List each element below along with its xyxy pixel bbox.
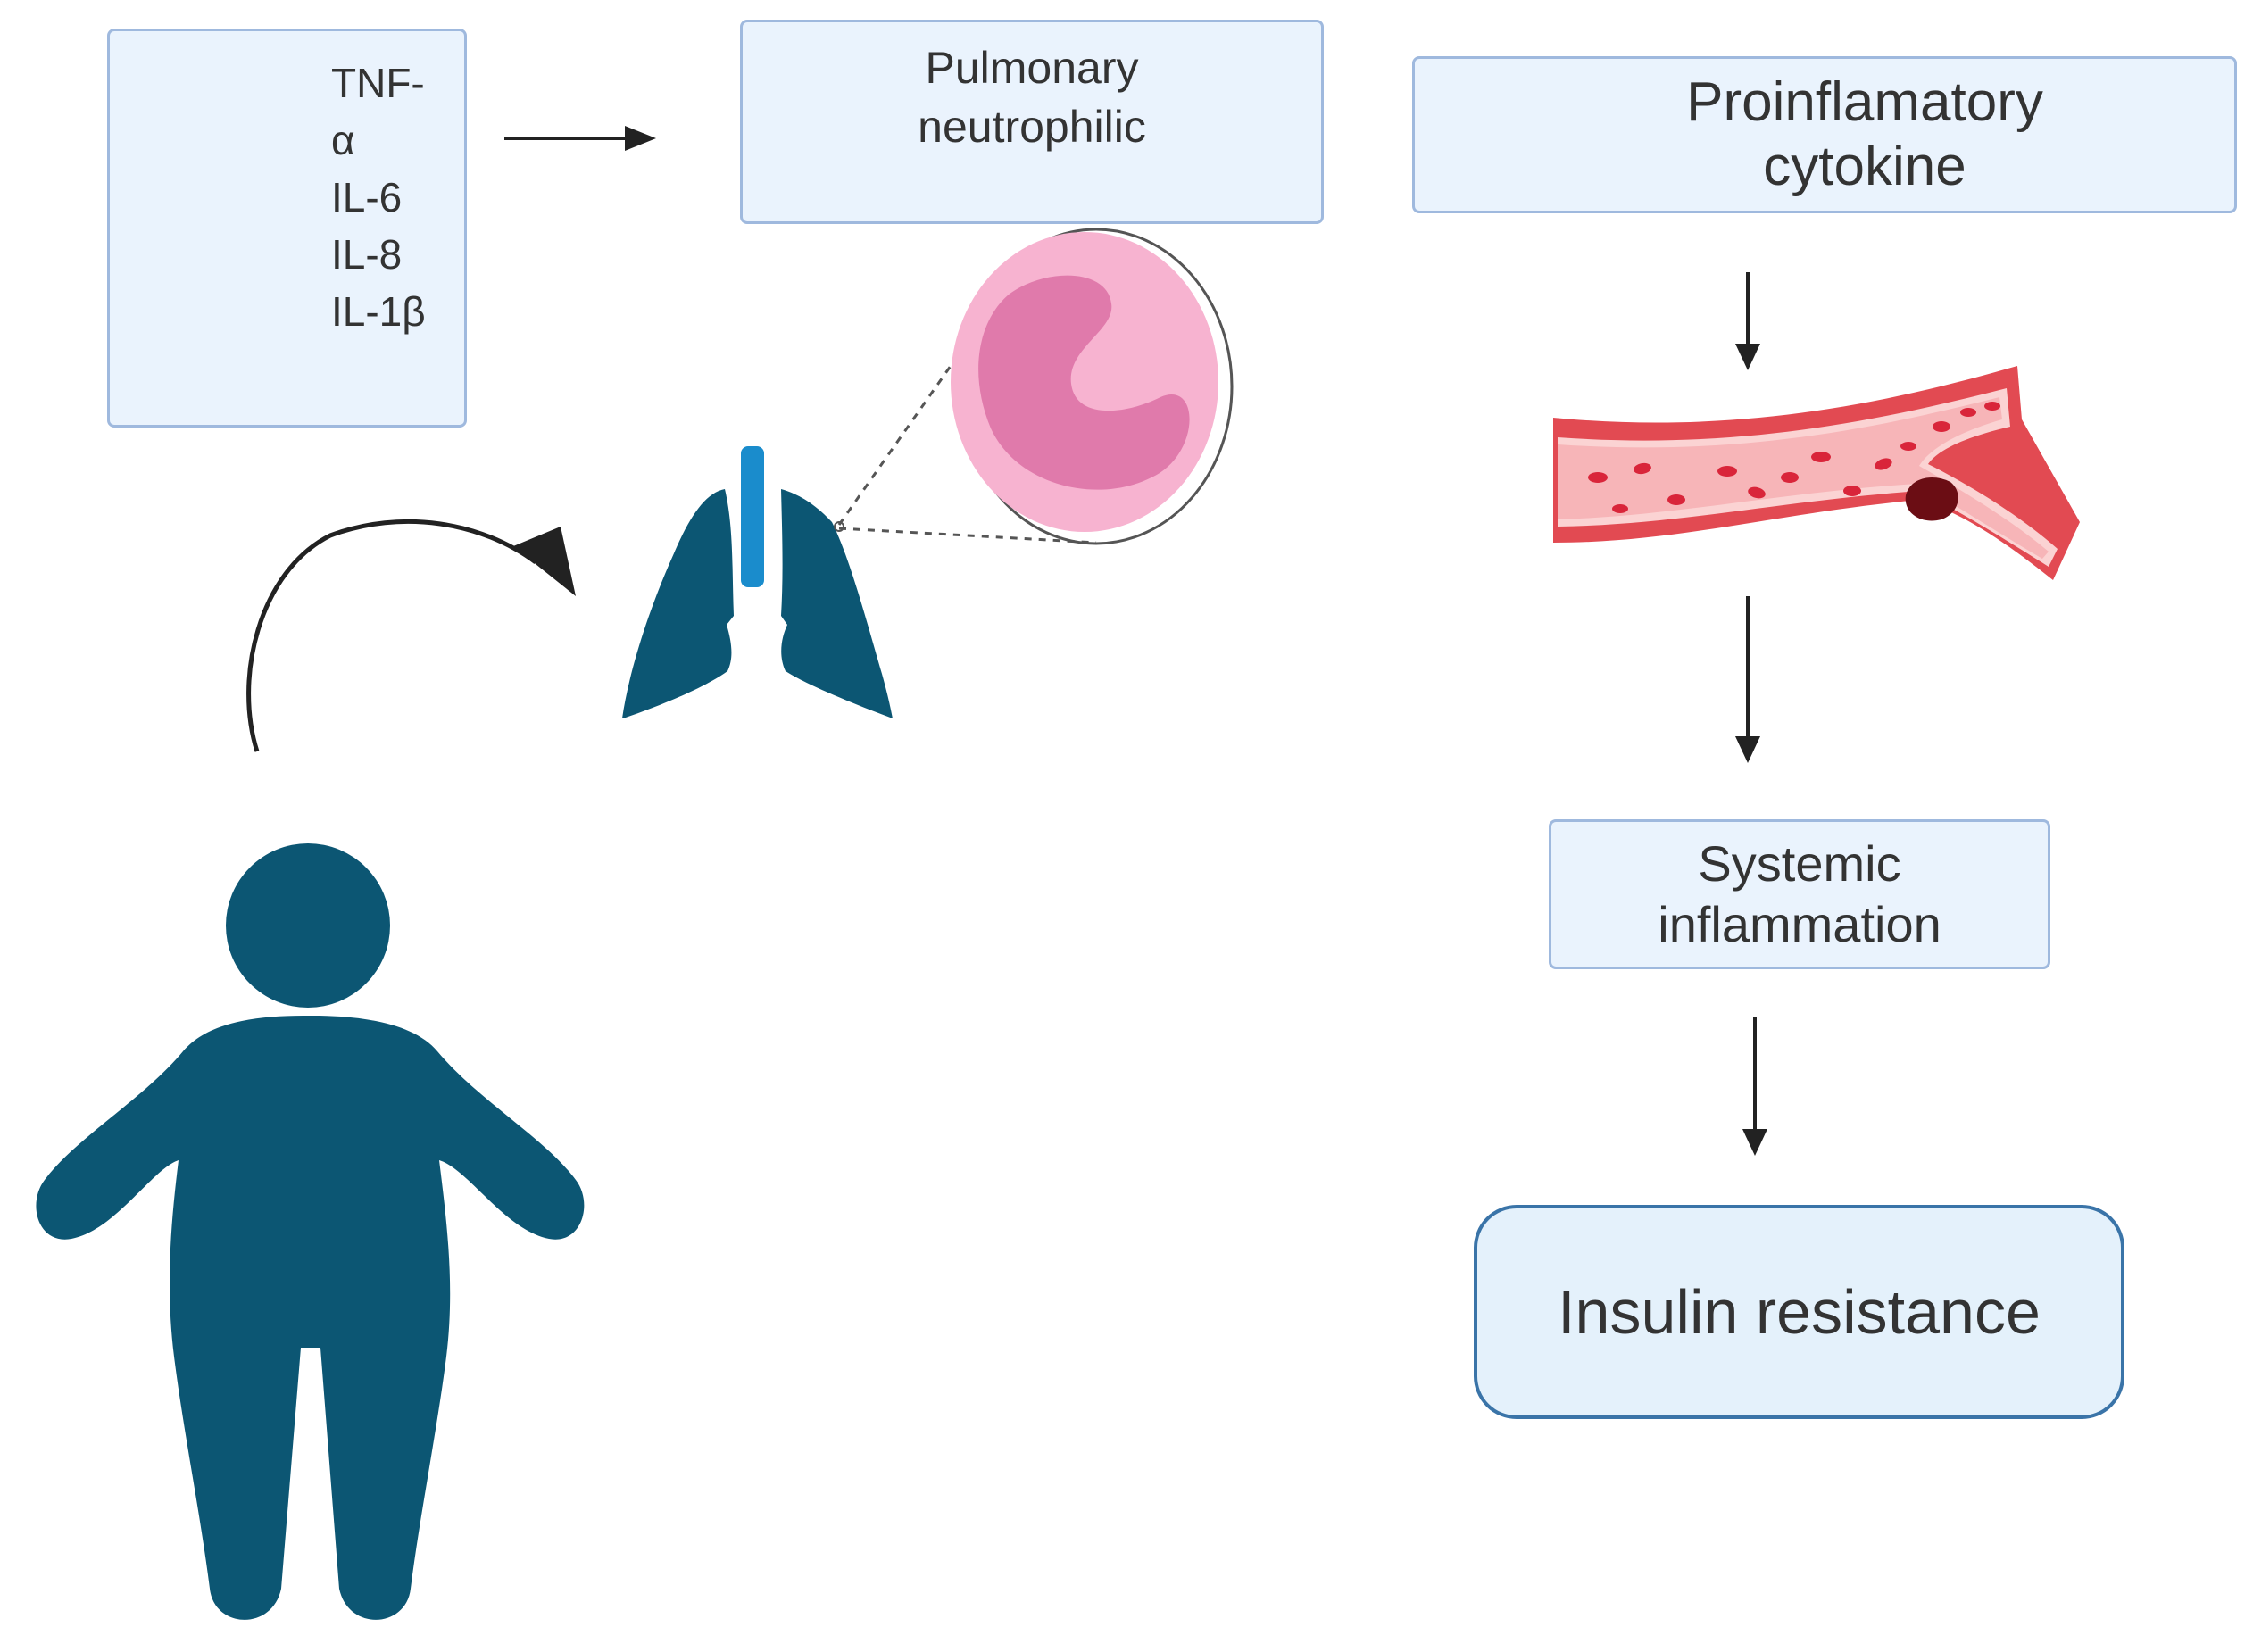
flow-arrow-icon [1742, 1017, 1767, 1156]
cytokines-box: TNF- α IL-6 IL-8 IL-1β [107, 29, 467, 428]
proinflammatory-cytokine-box: Proinflamatory cytokine [1412, 56, 2237, 213]
lungs-icon [622, 446, 893, 718]
pulmonary-neutrophilic-label: Pulmonary [925, 43, 1139, 93]
cytokine-label: IL-1β [331, 288, 426, 335]
insulin-resistance-box: Insulin resistance [1474, 1205, 2124, 1419]
curved-arrow-icon [246, 519, 576, 752]
systemic-inflammation-label: inflammation [1658, 896, 1941, 952]
flow-arrow-icon [1735, 272, 1760, 370]
systemic-inflammation-label: Systemic [1698, 835, 1901, 892]
flow-arrow-icon [504, 126, 656, 151]
systemic-inflammation-box: Systemic inflammation [1549, 819, 2050, 969]
cytokine-label: IL-8 [331, 231, 403, 278]
blood-vessel-icon [1553, 366, 2080, 580]
cytokine-label: α [331, 117, 355, 163]
proinflammatory-cytokine-label: cytokine [1763, 136, 1966, 197]
cytokine-label: IL-6 [331, 174, 403, 220]
neutrophil-icon [834, 228, 1234, 545]
proinflammatory-cytokine-label: Proinflamatory [1686, 71, 2043, 133]
cytokine-label: TNF- [331, 60, 425, 106]
pulmonary-neutrophilic-label: neutrophilic [918, 102, 1146, 152]
flow-arrow-icon [1735, 596, 1760, 763]
cytokines-list: TNF- α IL-6 IL-8 IL-1β [331, 54, 426, 340]
insulin-resistance-label: Insulin resistance [1558, 1277, 2041, 1347]
pulmonary-neutrophilic-box: Pulmonary neutrophilic [740, 20, 1324, 224]
person-icon [36, 843, 585, 1620]
